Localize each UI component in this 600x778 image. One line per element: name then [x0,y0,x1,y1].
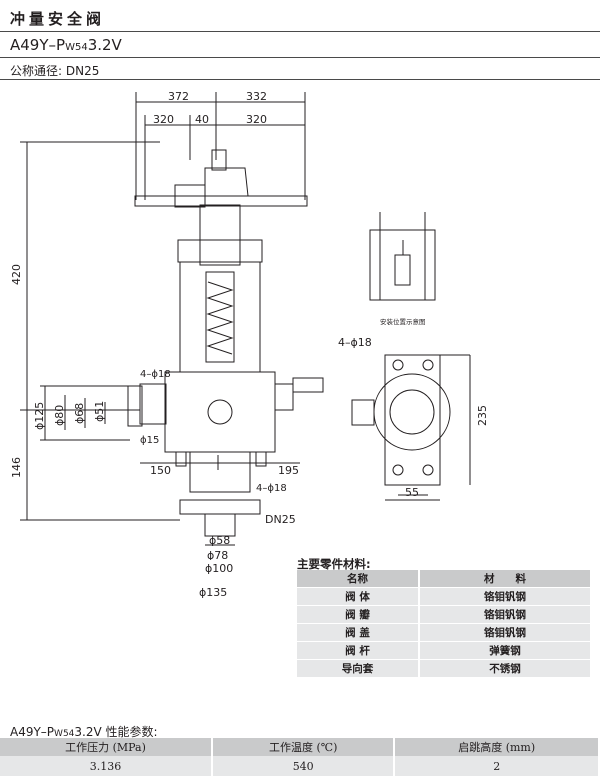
part-name: 阀 盖 [297,623,420,642]
dim-phi58: ϕ58 [209,534,230,547]
part-material: 铬钼钒钢 [419,623,590,642]
dim-phi135: ϕ135 [199,586,228,599]
part-name: 阀 体 [297,587,420,606]
value-temperature: 540 [212,756,396,776]
page-title: 冲量安全阀 [10,10,106,28]
nominal-diameter: 公称通径: DN25 [10,62,99,79]
header-divider [0,31,600,32]
dim-235: 235 [476,405,489,426]
dim-phi125: ϕ125 [33,402,46,430]
materials-col-material: 材 料 [419,570,590,588]
performance-header-row: 工作压力 (MPa) 工作温度 (℃) 启跳高度 (mm) [0,738,600,756]
model-prefix: A49Y–P [10,36,66,54]
performance-table: 工作压力 (MPa) 工作温度 (℃) 启跳高度 (mm) 3.136 540 … [0,738,600,776]
dim-4phi18-bottom: 4–ϕ18 [256,483,287,494]
header-temperature: 工作温度 (℃) [212,738,396,756]
performance-title-suffix: 3.2V 性能参数: [74,725,158,739]
dim-dn25: DN25 [265,513,296,526]
table-row: 3.136 540 2 [0,756,600,776]
part-material: 不锈钢 [419,659,590,678]
dim-phi51: ϕ51 [93,401,106,422]
materials-header-row: 名称 材 料 [297,570,590,588]
nominal-label: 公称通径: [10,64,63,78]
table-row: 阀 盖 铬钼钒钢 [297,623,590,642]
part-material: 弹簧钢 [419,641,590,660]
materials-title: 主要零件材料: [297,557,371,571]
model-suffix: 3.2V [87,36,122,54]
model-subscript: W54 [65,42,88,53]
dim-332: 332 [246,90,267,103]
dim-195: 195 [278,464,299,477]
table-row: 阀 瓣 铬钼钒钢 [297,605,590,624]
dim-420: 420 [10,264,23,285]
dim-372: 372 [168,90,189,103]
nominal-divider [0,79,600,80]
header-pressure: 工作压力 (MPa) [0,738,213,756]
inset-caption: 安装位置示意图 [380,317,426,326]
header-lift: 启跳高度 (mm) [394,738,600,756]
dim-phi15: ϕ15 [140,435,159,446]
dim-40: 40 [195,113,209,126]
model-divider [0,57,600,58]
dim-4phi18-side: 4–ϕ18 [140,369,171,380]
materials-col-name: 名称 [297,570,420,588]
dim-320-left: 320 [153,113,174,126]
part-material: 铬钼钒钢 [419,605,590,624]
dim-146: 146 [10,457,23,478]
part-name: 阀 杆 [297,641,420,660]
performance-title-prefix: A49Y–P [10,725,55,739]
table-row: 阀 杆 弹簧钢 [297,641,590,660]
dim-4phi18-right: 4–ϕ18 [338,336,372,349]
dim-phi68: ϕ68 [73,403,86,424]
valve-technical-drawing: 372 332 320 40 320 420 146 ϕ125 ϕ80 ϕ68 … [10,90,489,560]
performance-title-subscript: W54 [54,729,75,739]
dim-150: 150 [150,464,171,477]
materials-table: 名称 材 料 阀 体 铬钼钒钢 阀 瓣 铬钼钒钢 阀 盖 铬钼钒钢 阀 杆 弹簧… [297,570,590,678]
nominal-value: DN25 [65,64,100,78]
dim-phi100: ϕ100 [205,562,234,575]
value-pressure: 3.136 [0,756,213,776]
dim-320-right: 320 [246,113,267,126]
value-lift: 2 [394,756,600,776]
dim-phi80: ϕ80 [53,405,66,426]
part-name: 阀 瓣 [297,605,420,624]
part-material: 铬钼钒钢 [419,587,590,606]
performance-title: A49Y–PW543.2V 性能参数: [10,723,158,740]
table-row: 阀 体 铬钼钒钢 [297,587,590,606]
model-number: A49Y–PW543.2V [10,36,122,54]
part-name: 导向套 [297,659,420,678]
dim-phi78: ϕ78 [207,549,228,560]
dim-55: 55 [405,486,419,499]
table-row: 导向套 不锈钢 [297,659,590,678]
